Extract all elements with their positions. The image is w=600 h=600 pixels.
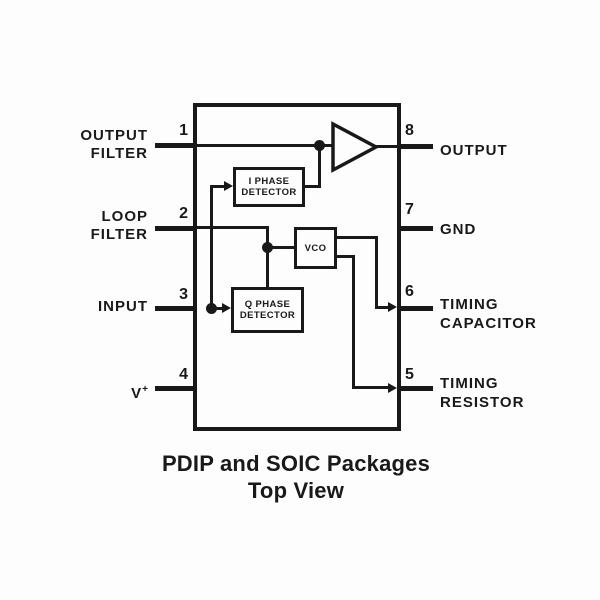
pin2-number: 2 bbox=[179, 205, 188, 222]
wire-pin1-to-amp bbox=[196, 144, 333, 147]
arrowhead-pin6 bbox=[388, 302, 397, 312]
pin1-number: 1 bbox=[179, 122, 188, 139]
i-phase-line2: DETECTOR bbox=[241, 187, 297, 198]
pin5-number: 5 bbox=[405, 366, 414, 383]
pin3-number: 3 bbox=[179, 286, 188, 303]
pin3-label-input: INPUT bbox=[62, 298, 148, 316]
wire-vco-out2-v bbox=[352, 255, 355, 388]
pin2-lead bbox=[155, 226, 196, 231]
pin8-label-line1: OUTPUT bbox=[440, 142, 508, 159]
wire-input-riser bbox=[210, 185, 213, 309]
wire-to-qphase bbox=[212, 307, 224, 310]
pin1-lead bbox=[155, 143, 196, 148]
pin6-lead bbox=[398, 306, 433, 311]
pin2-label-line2: FILTER bbox=[90, 226, 148, 243]
caption-line2: Top View bbox=[247, 478, 345, 503]
ic-package-outline bbox=[193, 103, 401, 431]
i-phase-detector-block: I PHASE DETECTOR bbox=[233, 167, 305, 207]
vco-label: VCO bbox=[304, 242, 327, 254]
pin3-lead bbox=[155, 306, 196, 311]
amplifier-triangle-icon bbox=[331, 121, 380, 173]
pin8-number: 8 bbox=[405, 122, 414, 139]
caption-line1: PDIP and SOIC Packages bbox=[161, 451, 431, 476]
pin7-number: 7 bbox=[405, 201, 414, 218]
junction-dot-vco-input bbox=[262, 242, 273, 253]
pin5-label-line1: TIMING bbox=[440, 375, 499, 392]
pin6-label-line1: TIMING bbox=[440, 296, 499, 313]
pin7-label-line1: GND bbox=[440, 221, 477, 238]
wire-vco-out1-h bbox=[336, 236, 378, 239]
pin5-lead bbox=[398, 386, 433, 391]
q-phase-line2: DETECTOR bbox=[239, 310, 296, 321]
pin8-lead bbox=[398, 144, 433, 149]
pin7-label-gnd: GND bbox=[440, 220, 560, 239]
junction-dot-amp-input bbox=[314, 140, 325, 151]
pin4-label-vplus: V+ bbox=[62, 381, 148, 403]
junction-dot-input bbox=[206, 303, 217, 314]
wire-iphase-out-h bbox=[304, 185, 321, 188]
wire-pin2-v bbox=[266, 226, 269, 289]
pin4-label-sup: + bbox=[142, 384, 148, 395]
q-phase-line1: Q PHASE bbox=[244, 299, 291, 310]
wire-to-vco bbox=[268, 246, 294, 249]
wire-iphase-out-v bbox=[318, 146, 321, 188]
pin3-label-line1: INPUT bbox=[98, 298, 148, 315]
pin1-label-output-filter: OUTPUT FILTER bbox=[62, 127, 148, 163]
pin8-label-output: OUTPUT bbox=[440, 141, 560, 160]
pin6-label-line2: CAPACITOR bbox=[440, 315, 537, 332]
pin4-number: 4 bbox=[179, 366, 188, 383]
arrowhead-iphase-input bbox=[224, 181, 233, 191]
wire-to-pin6 bbox=[375, 306, 390, 309]
arrowhead-qphase-input bbox=[222, 303, 231, 313]
pin5-label-timing-resistor: TIMING RESISTOR bbox=[440, 374, 560, 412]
i-phase-line1: I PHASE bbox=[248, 176, 290, 187]
pin6-label-timing-capacitor: TIMING CAPACITOR bbox=[440, 295, 560, 333]
pin6-number: 6 bbox=[405, 283, 414, 300]
wire-amp-to-pin8 bbox=[374, 145, 399, 148]
pin7-lead bbox=[398, 226, 433, 231]
arrowhead-pin5 bbox=[388, 383, 397, 393]
pin5-label-line2: RESISTOR bbox=[440, 394, 525, 411]
q-phase-detector-block: Q PHASE DETECTOR bbox=[231, 287, 304, 333]
vco-block: VCO bbox=[294, 227, 337, 269]
pin1-label-line1: OUTPUT bbox=[80, 127, 148, 144]
pin2-label-loop-filter: LOOP FILTER bbox=[62, 208, 148, 244]
pin4-label-base: V bbox=[131, 385, 143, 402]
wire-vco-out1-v bbox=[375, 236, 378, 309]
pin1-label-line2: FILTER bbox=[90, 145, 148, 162]
wire-to-pin5 bbox=[352, 386, 390, 389]
wire-to-iphase bbox=[212, 185, 225, 188]
pin2-label-line1: LOOP bbox=[101, 208, 148, 225]
wire-vco-out2-h bbox=[336, 255, 355, 258]
caption: PDIP and SOIC Packages Top View bbox=[0, 450, 592, 504]
pin4-lead bbox=[155, 386, 196, 391]
wire-pin2-h bbox=[196, 226, 269, 229]
